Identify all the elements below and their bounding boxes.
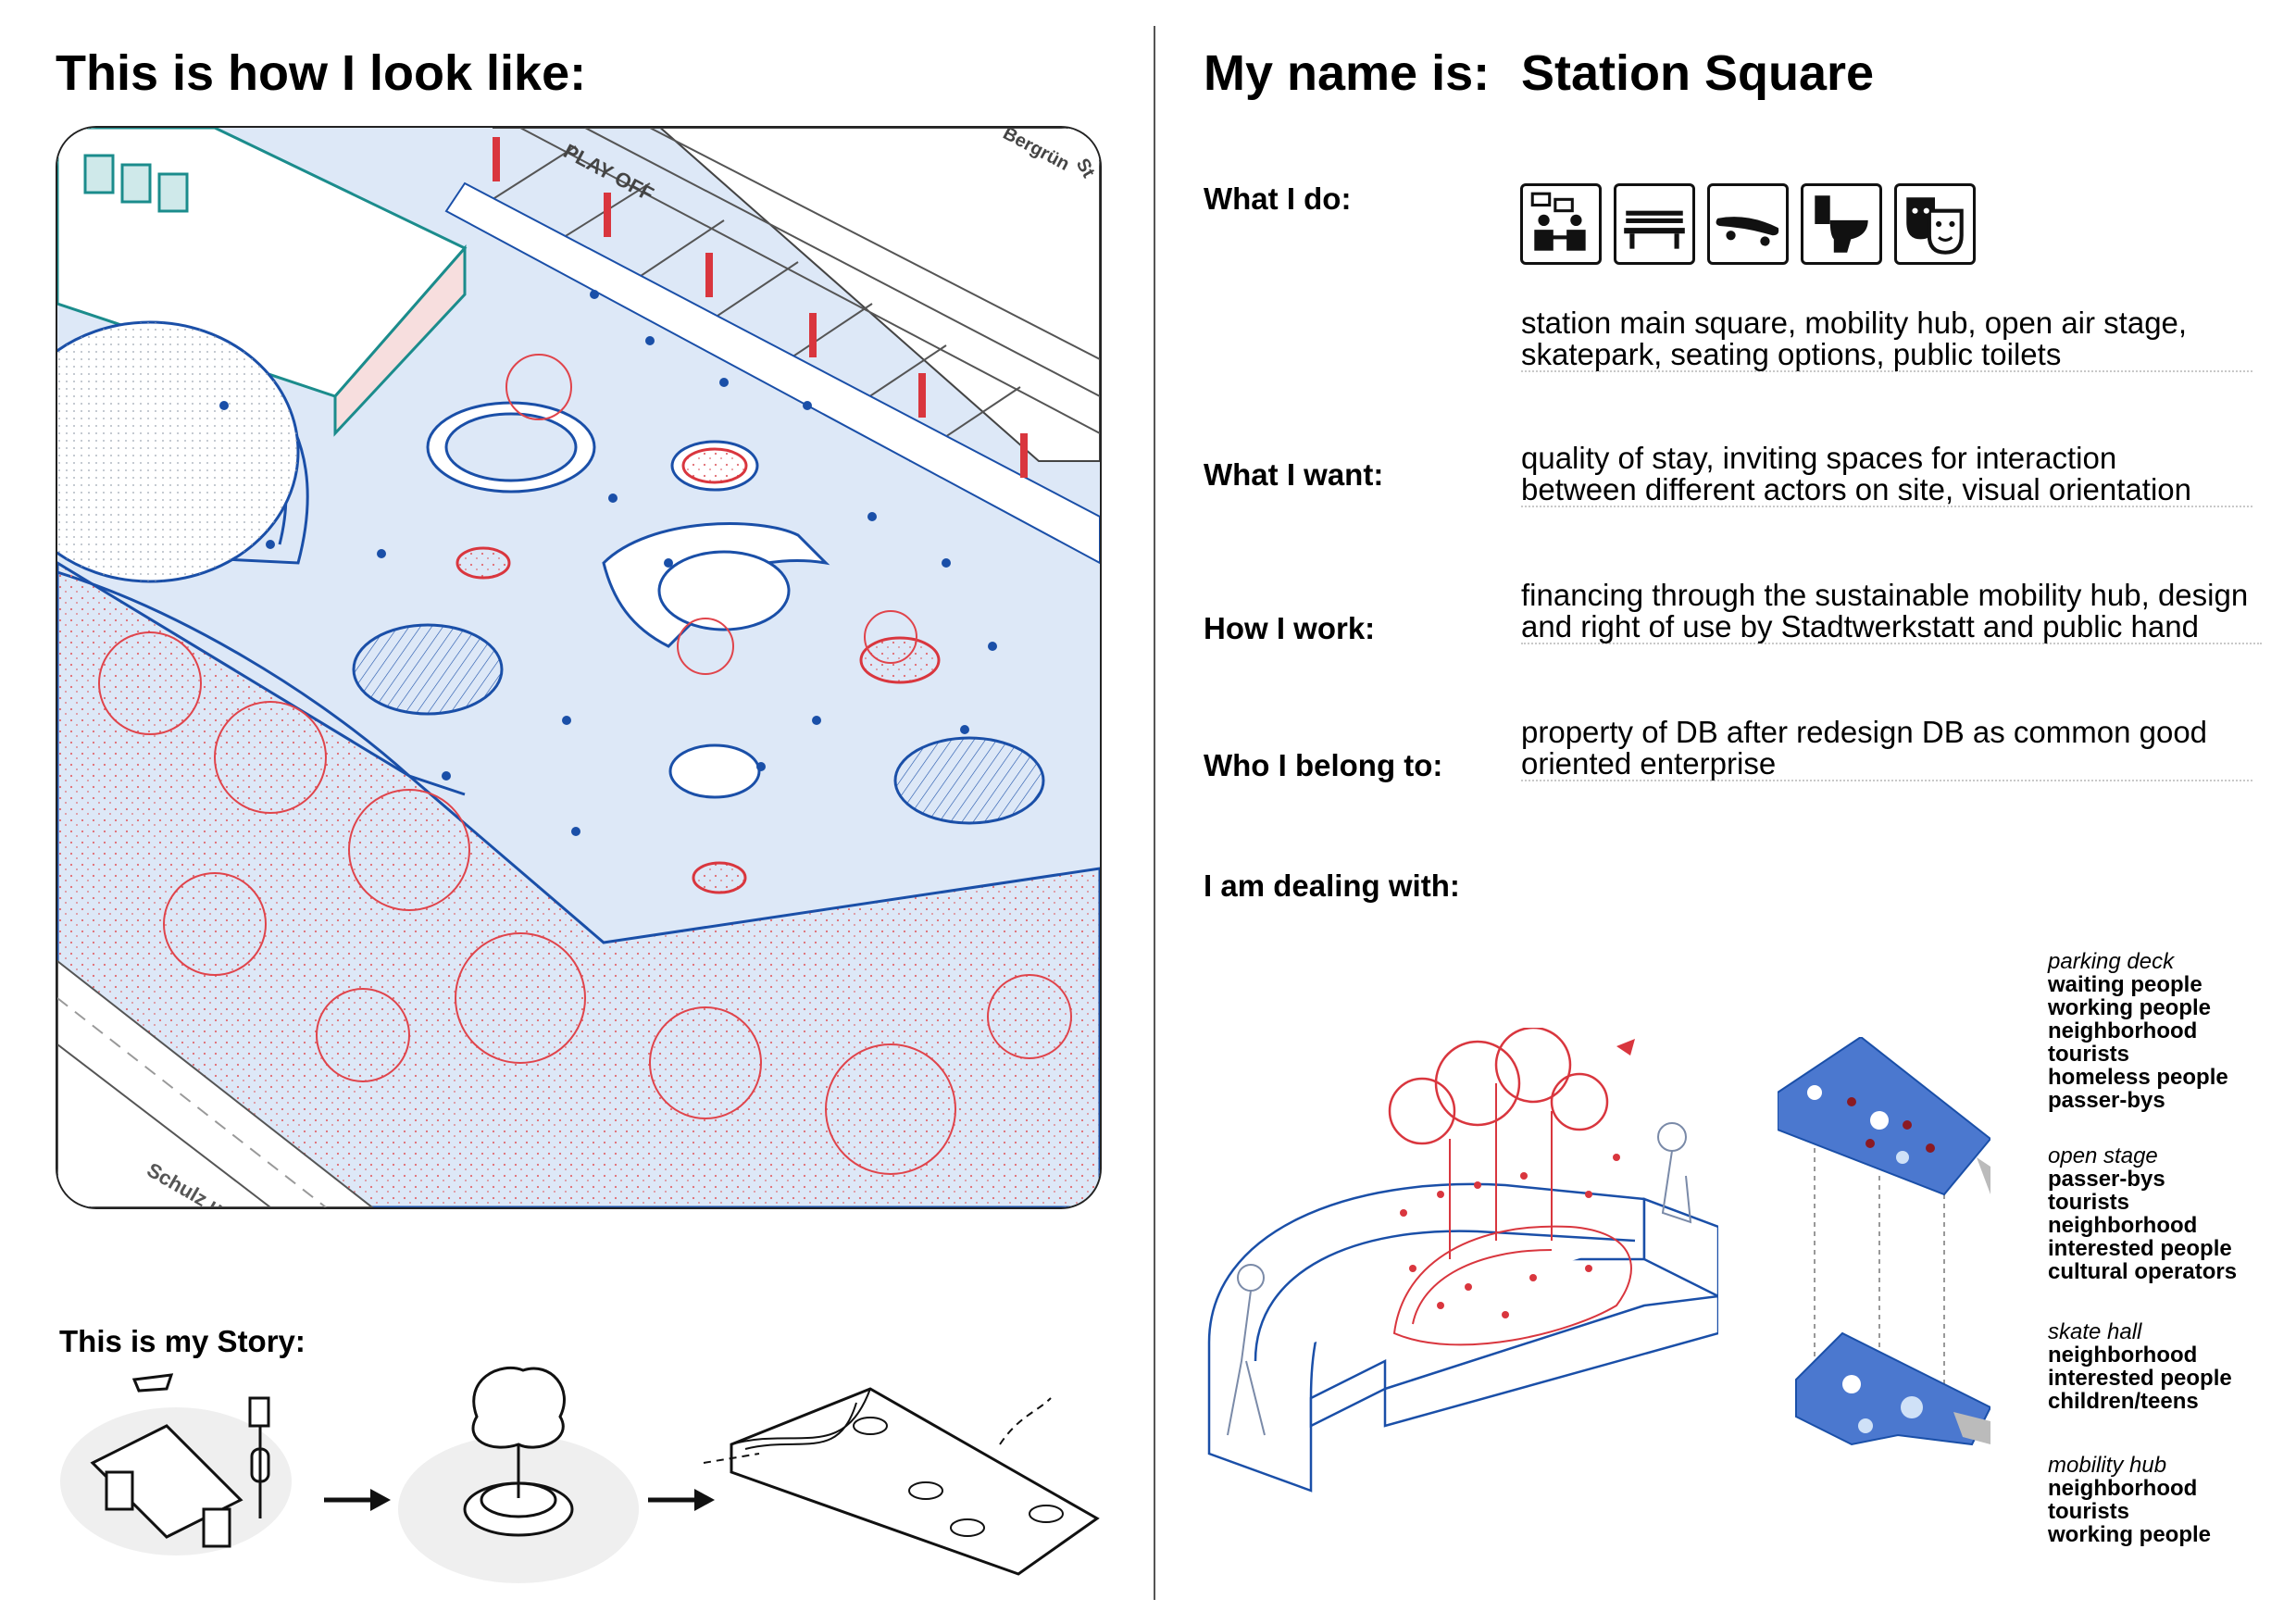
green-belt-trees <box>57 354 1100 1207</box>
story-step-1 <box>60 1373 292 1555</box>
actors-open-stage: open stage passer-bys tourists neighborh… <box>2048 1143 2238 1284</box>
skateboard-icon <box>1707 183 1789 265</box>
how-i-work-label: How I work: <box>1204 611 1376 645</box>
dealing-with-label: I am dealing with: <box>1204 868 1460 903</box>
what-i-want-label: What I want: <box>1204 457 1384 492</box>
planter-seating-drawing <box>1200 1026 1720 1509</box>
theatre-masks-icon <box>1894 183 1976 265</box>
what-i-do-label: What I do: <box>1204 181 1352 216</box>
what-i-do-text: station main square, mobility hub, open … <box>1521 307 2252 372</box>
bench-icon <box>1614 183 1695 265</box>
toilet-icon <box>1801 183 1882 265</box>
actors-parking-deck: parking deck waiting people working peop… <box>2048 949 2228 1113</box>
story-arrow-1 <box>324 1489 391 1511</box>
story-step-2 <box>398 1366 639 1583</box>
story-arrow-2 <box>648 1489 715 1511</box>
parking-deck-layer <box>1777 1035 1992 1196</box>
actors-skate-hall: skate hall neighborhood interested peopl… <box>2048 1319 2232 1414</box>
who-i-belong-to-text: property of DB after redesign DB as comm… <box>1521 717 2252 781</box>
look-heading: This is how I look like: <box>56 45 587 101</box>
story-heading: This is my Story: <box>59 1324 306 1358</box>
who-i-belong-to-label: Who I belong to: <box>1204 748 1443 782</box>
name-label: My name is: <box>1204 45 1491 101</box>
activity-icons <box>1520 183 2002 267</box>
exploded-layer-diagram <box>1777 1035 1992 1518</box>
how-i-work-text: financing through the sustainable mobili… <box>1521 580 2262 644</box>
meeting-icon <box>1520 183 1602 265</box>
actors-mobility-hub: mobility hub neighborhood tourists worki… <box>2048 1453 2212 1547</box>
story-step-3 <box>703 1387 1100 1576</box>
what-i-want-text: quality of stay, inviting spaces for int… <box>1521 443 2252 507</box>
isometric-site-drawing: PLAY OFF Bergrün St <box>56 126 1102 1209</box>
road: Schulz u. <box>57 959 374 1207</box>
mobility-hub-layer <box>1795 1331 1992 1446</box>
story-sequence <box>56 1361 1102 1593</box>
plaza-features <box>352 401 1045 894</box>
name-value: Station Square <box>1521 45 1875 101</box>
page-divider <box>1154 26 1155 1600</box>
